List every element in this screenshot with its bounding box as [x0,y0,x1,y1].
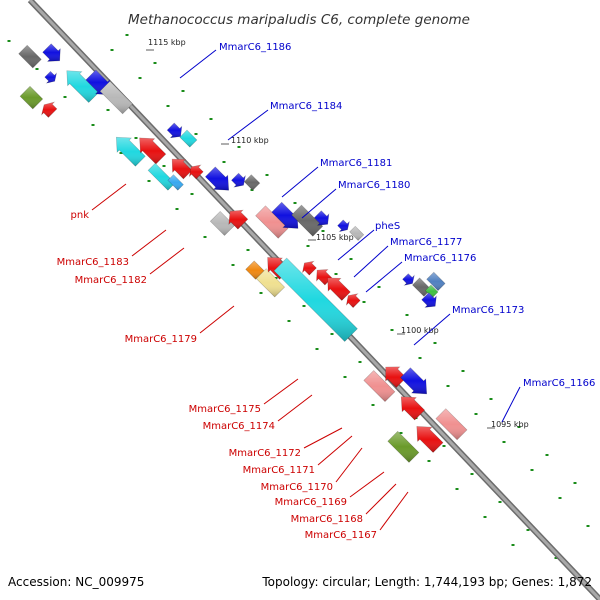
ruler-ticks [7,34,590,559]
reverse-gene-labels: pnk MmarC6_1183 MmarC6_1182 MmarC6_1179 … [57,210,377,541]
gene-shading [245,260,265,280]
gene-shading [167,123,182,138]
gene-shading [412,277,431,297]
gene-label-mmarc6-1181[interactable]: MmarC6_1181 [320,158,392,169]
gene-shading [256,268,285,297]
gene-label-pnk[interactable]: pnk [71,210,90,221]
gene-shading [385,366,407,388]
forward-leader-lines [179,49,521,423]
gene-shading [210,211,235,236]
gene-label-mmarc6-1172[interactable]: MmarC6_1172 [229,448,301,459]
gene-shading [42,43,61,62]
gene-shading [327,277,351,301]
gene-label-mmarc6-1169[interactable]: MmarC6_1169 [275,497,347,508]
gene-label-mmarc6-1186[interactable]: MmarC6_1186 [219,42,291,53]
gene-label-mmarc6-1177[interactable]: MmarC6_1177 [390,237,462,248]
kbp-mark-1110: 1110 kbp [231,136,269,145]
gene-shading [401,396,425,420]
gene-shading [244,174,260,191]
gene-label-phes[interactable]: pheS [375,221,400,232]
forward-gene-labels: MmarC6_1186 MmarC6_1184 MmarC6_1181 Mmar… [219,42,595,389]
gene-shading [387,431,419,463]
gene-shading [349,226,364,241]
gene-shading [337,219,350,232]
reverse-leader-lines [91,183,409,531]
kbp-mark-1115: 1115 kbp [148,38,186,47]
gene-label-mmarc6-1184[interactable]: MmarC6_1184 [270,101,342,112]
gene-label-mmarc6-1166[interactable]: MmarC6_1166 [523,378,595,389]
gene-shading [139,137,166,164]
gene-shading [66,70,99,103]
gene-shading [116,137,146,167]
gene-shading [421,292,437,308]
gene-label-mmarc6-1173[interactable]: MmarC6_1173 [452,305,524,316]
gene-shading [100,81,133,114]
map-title: Methanococcus maripaludis C6, complete g… [128,12,470,28]
gene-shading [205,166,229,191]
gene-shading [291,205,323,237]
gene-label-mmarc6-1176[interactable]: MmarC6_1176 [404,253,476,264]
gene-shading [274,258,358,342]
gene-shading [44,71,57,84]
kbp-mark-1105: 1105 kbp [316,233,354,242]
gene-shading [426,272,446,291]
gene-label-mmarc6-1175[interactable]: MmarC6_1175 [189,404,261,415]
gene-shading [41,102,57,118]
gene-shading [402,273,415,286]
gene-shading [172,159,192,179]
kbp-markers: 1115 kbp 1110 kbp 1105 kbp 1100 kbp 1095… [146,38,529,429]
gene-shading [271,202,298,229]
gene-shading [167,174,184,191]
accession-text: Accession: NC_009975 [8,575,144,589]
gene-label-mmarc6-1180[interactable]: MmarC6_1180 [338,180,410,191]
gene-label-mmarc6-1170[interactable]: MmarC6_1170 [261,482,333,493]
gene-shading [346,293,361,308]
gene-label-mmarc6-1183[interactable]: MmarC6_1183 [57,257,129,268]
kbp-mark-1100: 1100 kbp [401,326,439,335]
gene-shading [179,130,197,148]
gene-label-mmarc6-1182[interactable]: MmarC6_1182 [75,275,147,286]
topology-text: Topology: circular; Length: 1,744,193 bp… [261,575,592,589]
gene-label-mmarc6-1167[interactable]: MmarC6_1167 [305,530,377,541]
gene-shading [255,205,289,239]
gene-shading [20,86,43,109]
gene-shading [314,210,329,226]
gene-shading [18,45,42,68]
gene-features [18,43,468,463]
gene-label-mmarc6-1171[interactable]: MmarC6_1171 [243,465,315,476]
kbp-mark-1095: 1095 kbp [491,420,529,429]
gene-label-mmarc6-1174[interactable]: MmarC6_1174 [203,421,275,432]
gene-shading [425,285,438,298]
gene-label-mmarc6-1179[interactable]: MmarC6_1179 [125,334,197,345]
gene-label-mmarc6-1168[interactable]: MmarC6_1168 [291,514,363,525]
gene-shading [231,173,246,188]
gene-shading [416,426,443,453]
gene-shading [228,210,248,230]
gene-shading [400,367,427,394]
gene-shading [302,261,317,276]
gene-shading [148,163,175,191]
gene-shading [435,408,467,440]
gene-shading [189,165,204,179]
gene-shading [363,370,395,402]
